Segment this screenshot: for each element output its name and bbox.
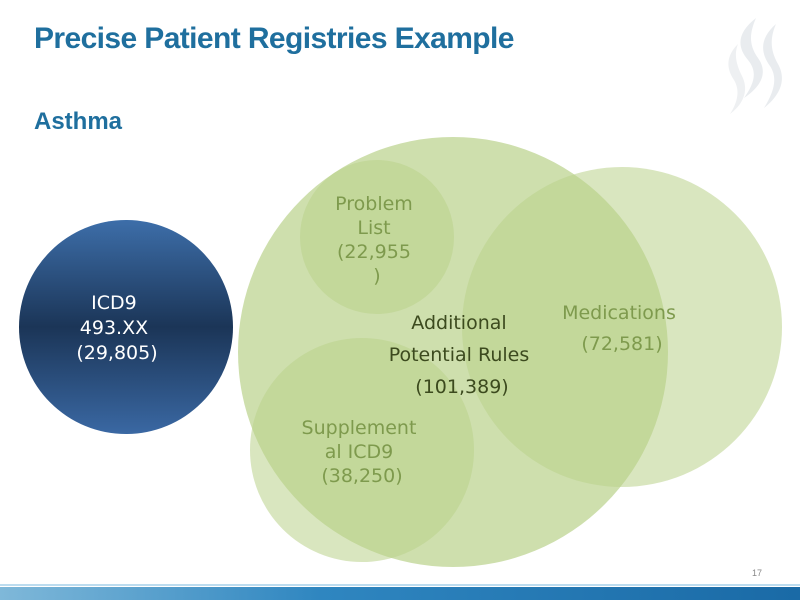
slide-title: Precise Patient Registries Example [34,22,514,55]
footer-bar [0,584,800,600]
additional-rules-label: Additional Potential Rules (101,389) [389,312,536,398]
supplemental-icd9-circle [250,338,474,562]
flame-logo-icon [728,18,782,114]
supplemental-icd9-label: Supplement al ICD9 (38,250) [302,417,423,487]
problem-list-circle [300,160,454,314]
medications-circle [462,167,782,487]
slide-subtitle: Asthma [34,108,123,135]
medications-label: Medications (72,581) [562,302,682,355]
page-number: 17 [752,568,763,578]
icd9-label: ICD9 493.XX (29,805) [76,292,157,364]
icd9-circle [19,220,233,434]
problem-list-label: Problem List (22,955 ) [335,193,419,287]
footer-accent-line [0,584,800,586]
